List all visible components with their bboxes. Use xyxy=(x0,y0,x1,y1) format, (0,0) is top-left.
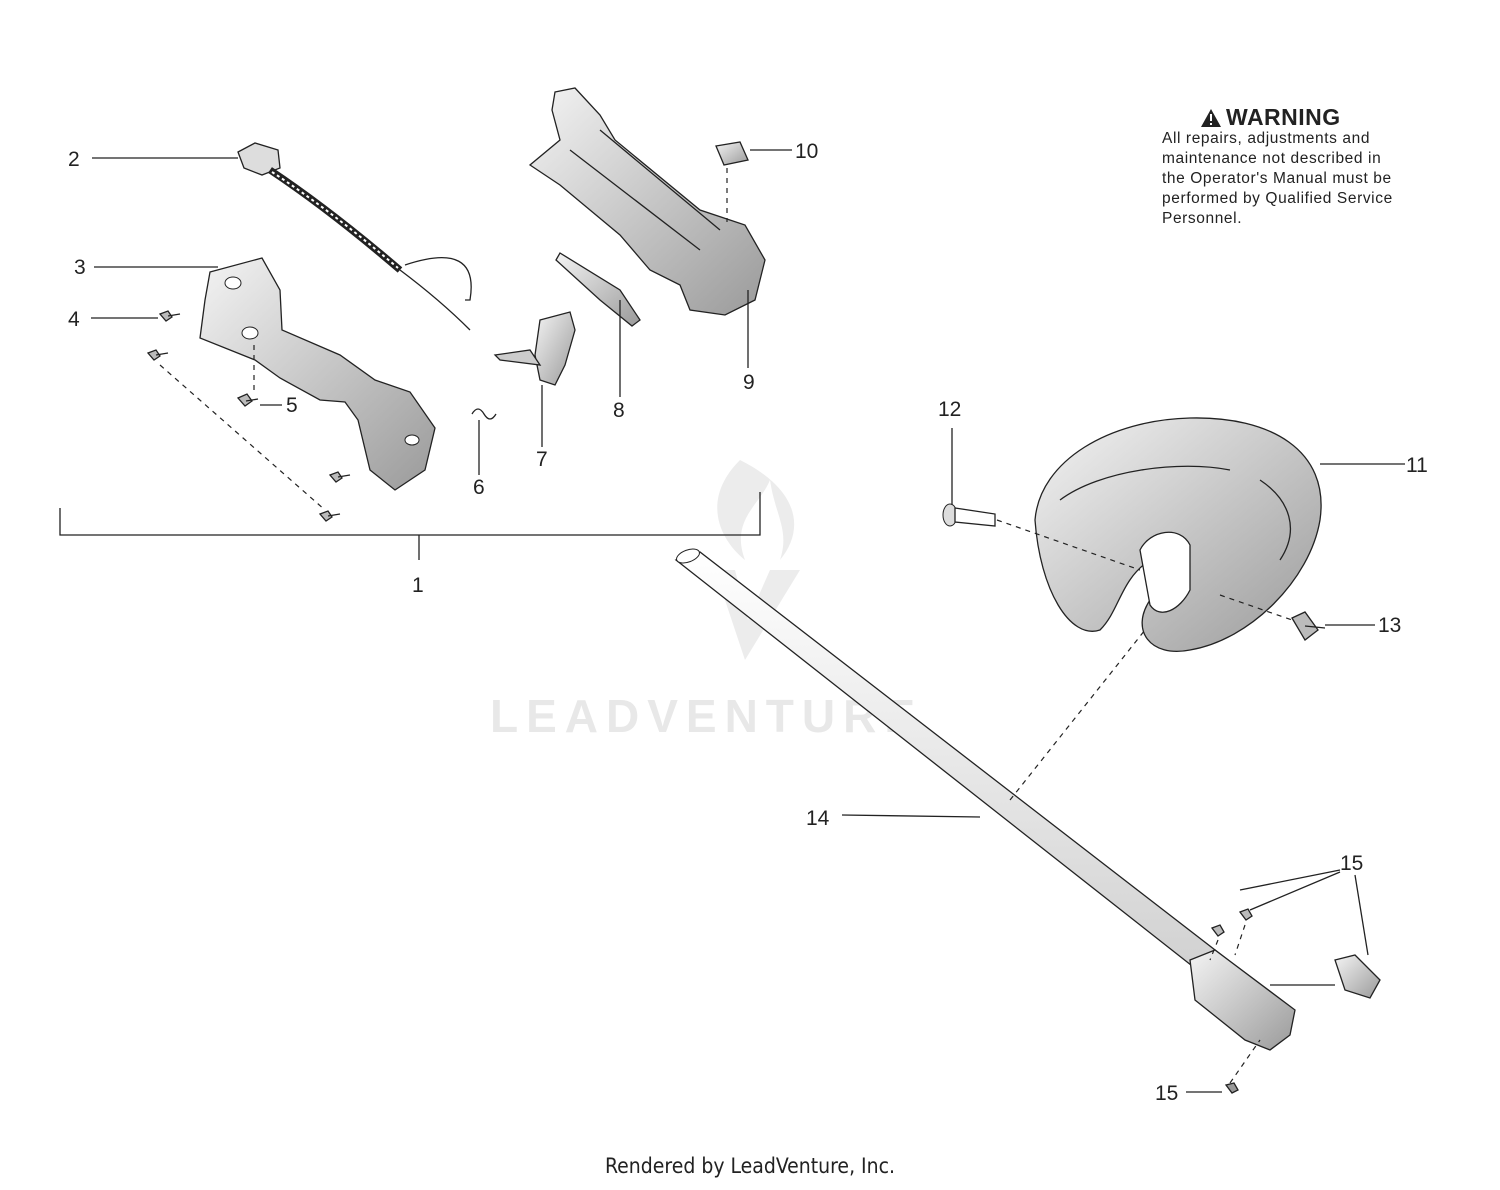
part-15-shaft-coupler xyxy=(1189,908,1381,1094)
warning-body: All repairs, adjustments and maintenance… xyxy=(1162,129,1462,229)
warning-line: maintenance not described in xyxy=(1162,150,1382,167)
warning-title-text: WARNING xyxy=(1226,104,1341,130)
watermark-text: LEADVENTURE xyxy=(490,690,923,742)
callout-12: 12 xyxy=(938,398,961,421)
callout-5: 5 xyxy=(286,394,298,417)
part-8-lockout-lever xyxy=(555,252,641,327)
callout-10: 10 xyxy=(795,140,818,163)
part-4-screws xyxy=(146,310,351,522)
callout-11: 11 xyxy=(1406,454,1428,477)
callout-13: 13 xyxy=(1378,614,1401,637)
footer-credit: Rendered by LeadVenture, Inc. xyxy=(605,1154,895,1178)
part-3-handle-housing xyxy=(199,257,436,491)
part-12-bolt xyxy=(942,503,1141,571)
warning-line: Personnel. xyxy=(1162,210,1243,227)
warning-notice: WARNING All repairs, adjustments and mai… xyxy=(1162,104,1462,229)
leader-lines xyxy=(91,149,1405,1093)
assembly-1-bracket xyxy=(59,492,761,560)
part-9-upper-handle xyxy=(528,87,766,316)
part-6-spring xyxy=(471,408,497,420)
callout-9: 9 xyxy=(743,371,755,394)
callout-6: 6 xyxy=(473,476,485,499)
callout-15-lower: 15 xyxy=(1155,1082,1178,1105)
warning-triangle-icon xyxy=(1201,108,1221,127)
part-2-throttle-cable xyxy=(237,142,472,331)
warning-line: performed by Qualified Service xyxy=(1162,190,1393,207)
part-7-throttle-trigger xyxy=(493,311,576,386)
callout-7: 7 xyxy=(536,448,548,471)
callout-2: 2 xyxy=(68,148,80,171)
callout-14: 14 xyxy=(806,807,830,830)
callout-3: 3 xyxy=(74,256,86,279)
part-10-switch xyxy=(715,141,749,222)
part-11-trimmer-guard xyxy=(1034,417,1322,652)
warning-line: All repairs, adjustments and xyxy=(1162,130,1371,147)
callout-1: 1 xyxy=(412,574,424,597)
watermark-logo-icon xyxy=(715,460,800,660)
callout-labels: 1 2 3 4 5 6 7 8 9 10 11 12 13 14 15 15 xyxy=(68,140,1428,1105)
callout-8: 8 xyxy=(613,399,625,422)
callout-15-upper: 15 xyxy=(1340,852,1363,875)
warning-line: the Operator's Manual must be xyxy=(1162,170,1392,187)
part-13-wing-nut xyxy=(1219,594,1326,641)
callout-4: 4 xyxy=(68,308,80,331)
watermark: LEADVENTURE xyxy=(490,460,923,742)
part-5-screw xyxy=(236,345,259,407)
warning-title: WARNING xyxy=(1200,104,1462,131)
